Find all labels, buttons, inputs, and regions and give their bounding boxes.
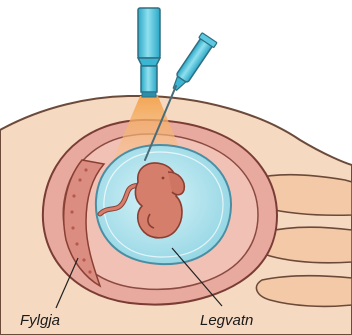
ultrasound-probe-icon bbox=[138, 8, 160, 97]
amniotic-fluid-label: Legvatn bbox=[200, 312, 253, 329]
fetus bbox=[135, 163, 184, 238]
placenta-label: Fylgja bbox=[20, 312, 60, 329]
